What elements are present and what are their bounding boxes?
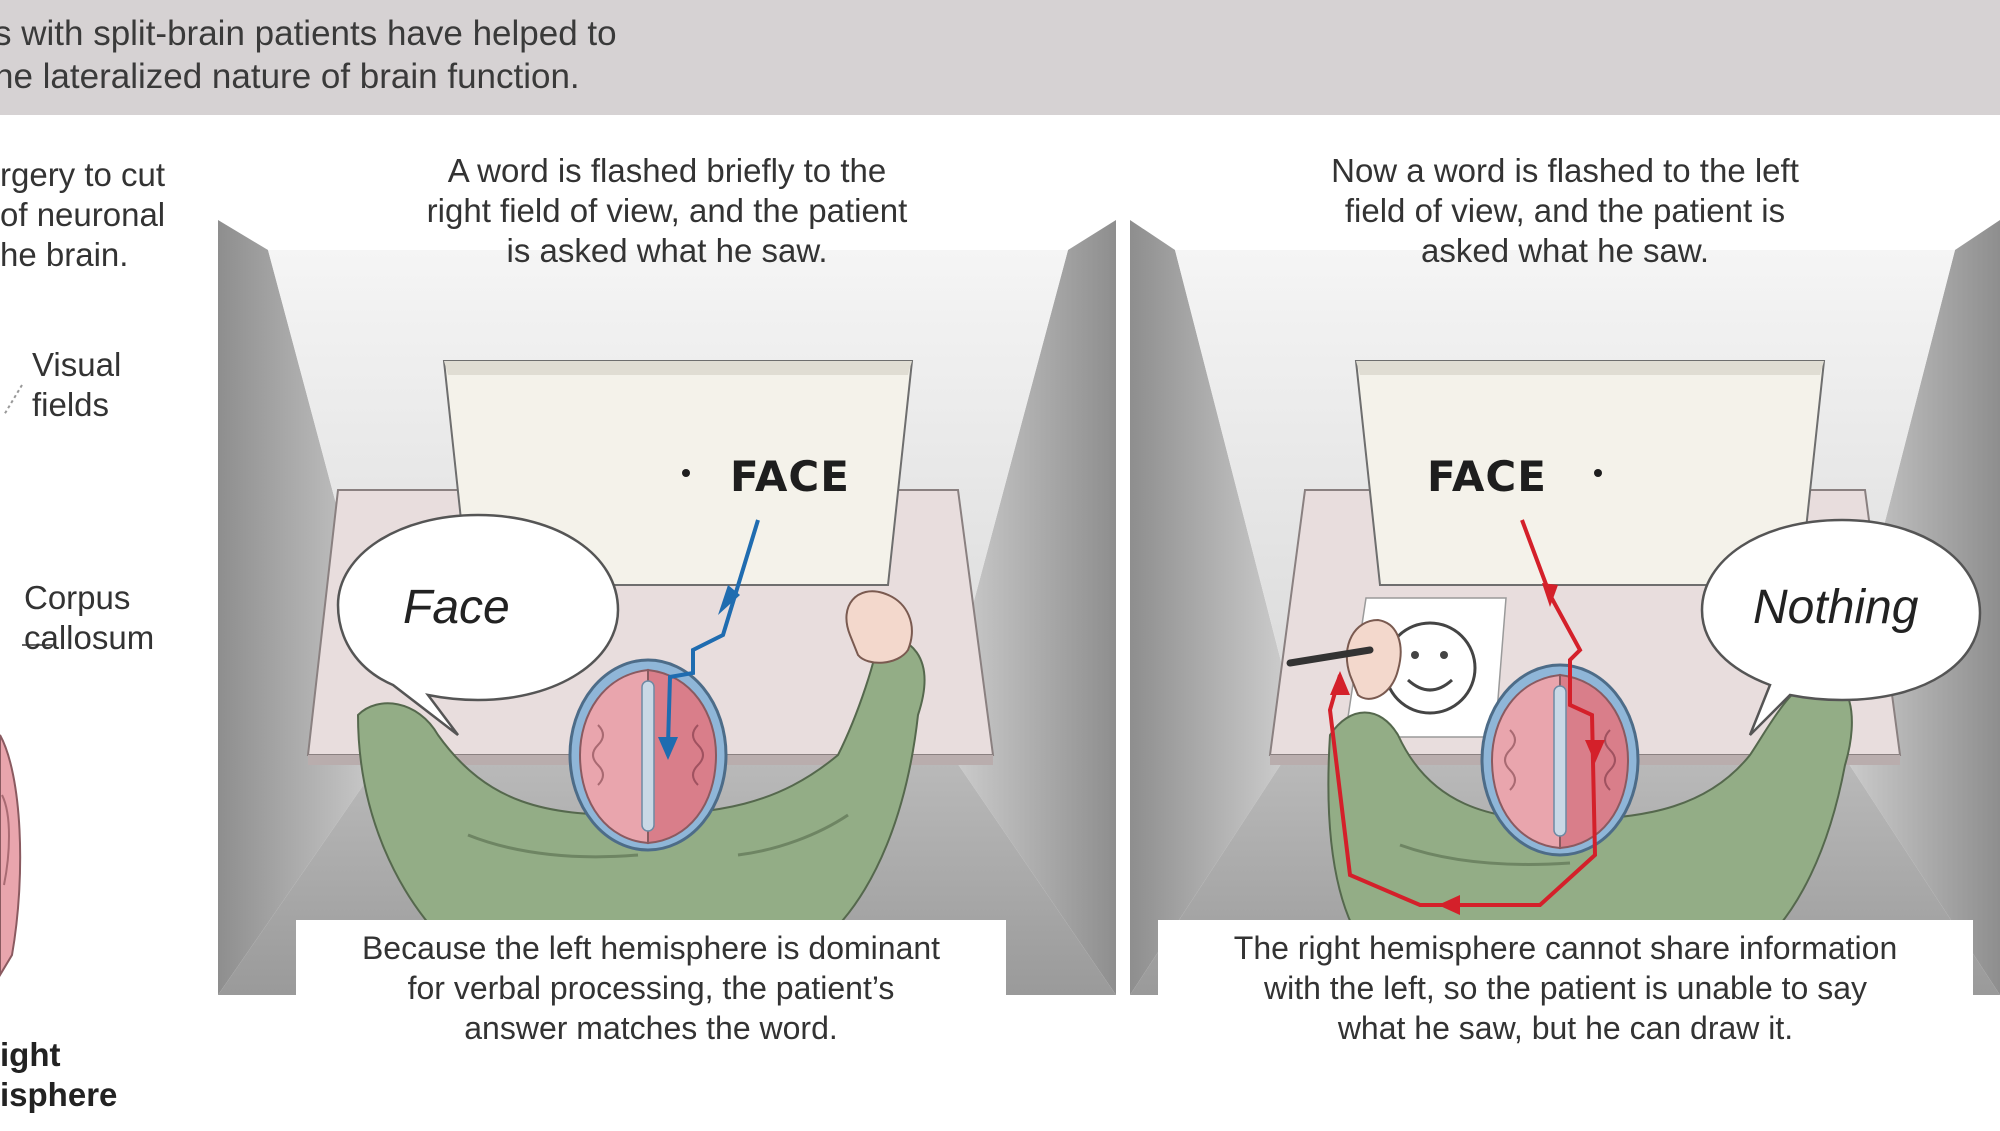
arrowhead-mid <box>1542 583 1558 607</box>
caption-line: A word is flashed briefly to the <box>447 152 887 189</box>
fixation-dot <box>1594 469 1602 477</box>
corpus-callosum <box>1553 685 1567 837</box>
speech-bubble <box>1700 518 1982 736</box>
panel-left-field: Now a word is flashed to the left field … <box>1130 115 2000 1115</box>
label-callosum: callosum <box>24 619 155 656</box>
screen-top-edge <box>444 361 912 375</box>
caption-line: Now a word is flashed to the left <box>1331 152 1799 189</box>
right-wall <box>938 220 1116 995</box>
caption-line: right field of view, and the patient <box>426 192 908 229</box>
shirt-fold <box>1399 843 1571 866</box>
screen-word: FACE <box>730 452 850 501</box>
brain-fragment <box>0 734 22 977</box>
caption-line: is asked what he saw. <box>506 232 828 269</box>
caption-line: field of view, and the patient is <box>1344 192 1786 229</box>
header-line-1: s with split-brain patients have helped … <box>0 14 617 53</box>
screen-top-edge <box>1356 361 1824 375</box>
arrowhead-brain <box>1585 740 1605 763</box>
explanation-line: what he saw, but he can draw it. <box>1337 1010 1794 1046</box>
visual-fields-leader <box>3 384 23 416</box>
gyri-right <box>692 724 704 786</box>
right-fist <box>845 590 913 664</box>
panel-1-caption: A word is flashed briefly to the right f… <box>218 151 1116 271</box>
shirt-fold-2 <box>737 813 849 857</box>
explanation-line: Because the left hemisphere is dominant <box>361 930 941 966</box>
arrowhead-mid <box>718 585 740 615</box>
brain-fold <box>1 794 10 886</box>
gyri-left <box>1504 729 1516 791</box>
panel-right-field: A word is flashed briefly to the right f… <box>218 115 1116 1115</box>
corpus-callosum <box>641 680 655 832</box>
header-banner: s with split-brain patients have helped … <box>0 0 2000 115</box>
left-cropped-panel: rgery to cut of neuronal he brain. Visua… <box>0 115 210 1131</box>
header-line-2: he lateralized nature of brain function. <box>0 57 580 96</box>
panel-2-explanation: The right hemisphere cannot share inform… <box>1158 920 1973 1056</box>
fixation-dot <box>682 469 690 477</box>
screen-word: FACE <box>1427 452 1547 501</box>
intro-line-3: he brain. <box>0 236 129 273</box>
left-wall <box>1130 220 1300 995</box>
explanation-line: with the left, so the patient is unable … <box>1263 970 1868 1006</box>
left-strip-graphics <box>0 384 52 977</box>
pen <box>1286 646 1374 667</box>
explanation-line: for verbal processing, the patient’s <box>407 970 895 1006</box>
shirt-fold <box>467 833 639 859</box>
label-fields: fields <box>32 386 110 423</box>
right-hemisphere <box>647 668 718 845</box>
speech-bubble <box>336 513 620 736</box>
intro-line-1: rgery to cut <box>0 156 166 193</box>
signal-path <box>1327 519 1598 907</box>
smiley-eye-right <box>1440 651 1448 659</box>
gyri-left <box>592 724 604 786</box>
arrowhead-hand <box>1330 671 1350 695</box>
arrowhead-bottom <box>1438 895 1460 915</box>
signal-path <box>666 519 760 746</box>
speech-text: Nothing <box>1753 581 1919 634</box>
intro-line-2: of neuronal <box>0 196 166 233</box>
explanation-line: answer matches the word. <box>464 1010 838 1046</box>
label-corpus: Corpus <box>24 579 131 616</box>
smiley-mouth <box>1406 678 1454 692</box>
explanation-line: The right hemisphere cannot share inform… <box>1233 930 1898 966</box>
speech-text: Face <box>403 581 510 634</box>
label-hemisphere: isphere <box>0 1076 118 1113</box>
panel-2-caption: Now a word is flashed to the left field … <box>1130 151 2000 271</box>
panel-1-explanation: Because the left hemisphere is dominant … <box>296 920 1006 1056</box>
caption-line: asked what he saw. <box>1420 232 1709 269</box>
left-hemisphere <box>1490 673 1561 850</box>
left-wall <box>218 220 398 995</box>
label-visual: Visual <box>32 346 122 383</box>
arrowhead-end <box>658 737 678 760</box>
drawing-hand <box>1345 618 1402 700</box>
left-hemisphere <box>578 668 649 845</box>
smiley-eye-left <box>1411 651 1419 659</box>
label-right: ight <box>0 1036 61 1073</box>
